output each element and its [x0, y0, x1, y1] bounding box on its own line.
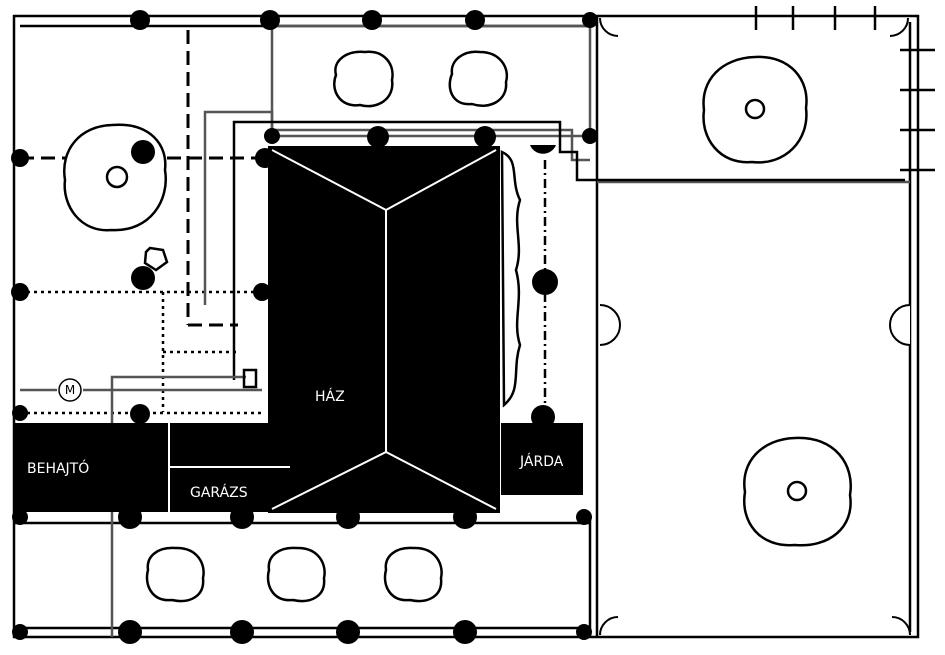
- lamp: [582, 12, 598, 28]
- lamp: [264, 128, 280, 144]
- lamp: [130, 404, 150, 424]
- lamp: [253, 283, 271, 301]
- house: HÁZ: [268, 146, 500, 513]
- wall-light: [599, 616, 619, 636]
- shrub: [266, 546, 326, 603]
- driveway: BEHAJTÓ: [14, 423, 168, 512]
- lamp: [576, 624, 592, 640]
- lamp: [453, 505, 477, 529]
- lamp: [336, 505, 360, 529]
- shrub: [145, 546, 205, 603]
- meter: M: [58, 378, 82, 402]
- shrub: [383, 546, 443, 603]
- lamp: [11, 283, 29, 301]
- driveway-label: BEHAJTÓ: [27, 459, 89, 477]
- fence-ticks: [754, 6, 935, 172]
- lamp: [532, 269, 558, 295]
- hedge: [500, 150, 522, 408]
- house-label: HÁZ: [315, 388, 345, 405]
- lamp: [367, 126, 389, 148]
- lamp: [465, 10, 485, 30]
- tree-trunk: [744, 98, 766, 120]
- tree-trunk: [786, 480, 808, 502]
- lamp: [255, 148, 275, 168]
- lamp: [11, 149, 29, 167]
- lamp: [118, 505, 142, 529]
- stepping-stone: [143, 246, 169, 272]
- wall-light: [599, 17, 619, 37]
- walkway-label: JÁRDA: [519, 453, 564, 470]
- garage: GARÁZS: [170, 423, 293, 512]
- lamp: [576, 509, 592, 525]
- lamp-posts[interactable]: [11, 10, 598, 644]
- walkway: JÁRDA: [501, 423, 583, 495]
- lamp: [131, 266, 155, 290]
- lamp: [12, 405, 28, 421]
- lamp: [531, 405, 555, 429]
- lamp: [336, 620, 360, 644]
- lamp: [530, 145, 556, 154]
- shrub: [448, 50, 509, 107]
- wall-lights[interactable]: [599, 17, 911, 636]
- lamp: [230, 505, 254, 529]
- lamp: [230, 620, 254, 644]
- tree-trunk: [105, 165, 129, 189]
- wall-light: [599, 304, 621, 346]
- wall-light: [889, 17, 909, 37]
- lamp: [12, 624, 28, 640]
- lamp: [453, 620, 477, 644]
- wall-light: [891, 616, 911, 636]
- shrub: [333, 50, 394, 108]
- upper-bed: [270, 24, 592, 138]
- lamp: [118, 620, 142, 644]
- lamp: [474, 126, 496, 148]
- lamp: [131, 140, 155, 164]
- meter-label: M: [65, 383, 75, 397]
- lower-bed: [14, 515, 592, 637]
- lamp: [260, 10, 280, 30]
- lamp: [130, 10, 150, 30]
- lamp: [582, 128, 598, 144]
- wall-light: [889, 304, 911, 346]
- garage-label: GARÁZS: [190, 484, 248, 501]
- lamp: [362, 10, 382, 30]
- utility-lines: [20, 110, 905, 637]
- lamp: [12, 509, 28, 525]
